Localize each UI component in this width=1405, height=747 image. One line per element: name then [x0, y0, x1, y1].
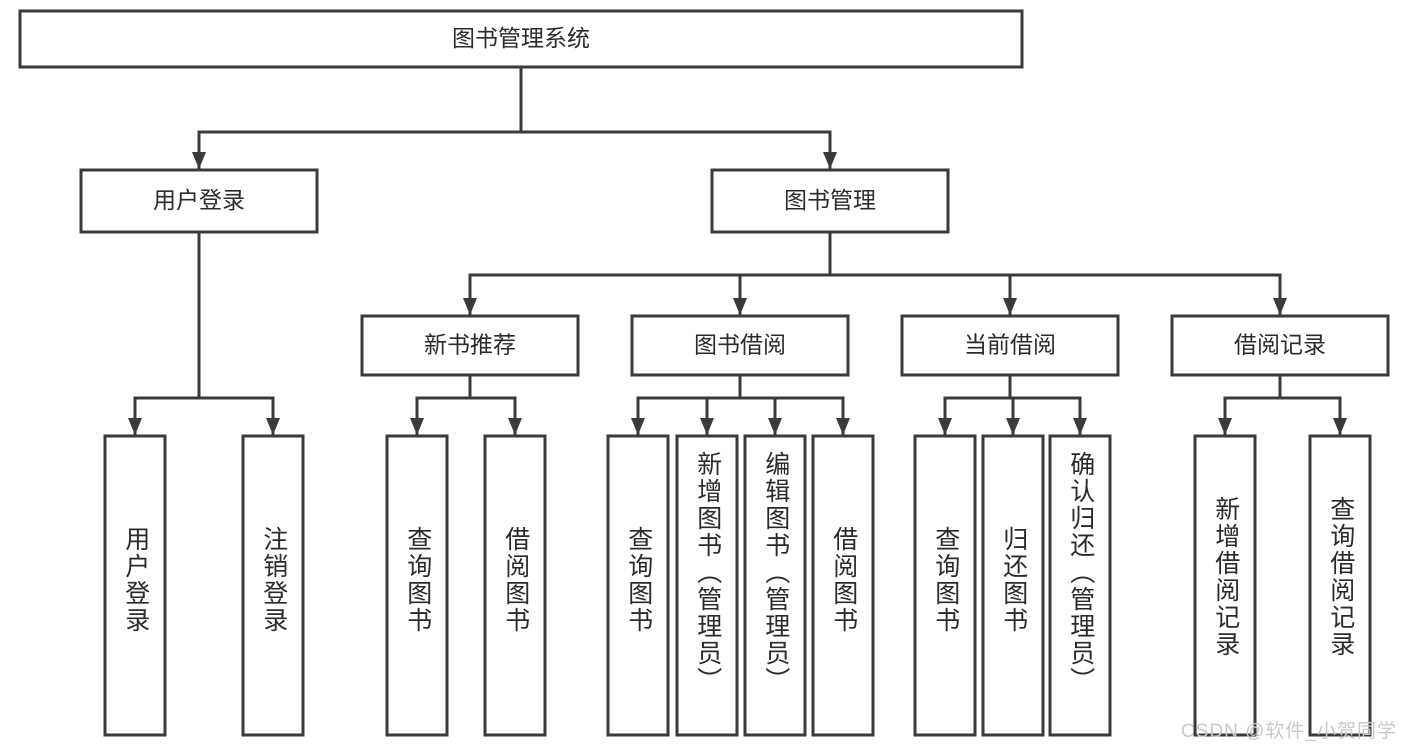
node-label-root: 图书管理系统: [452, 25, 590, 51]
node-label-current-borrow: 当前借阅: [964, 332, 1056, 358]
leaf-box-leaf-query-book-3: [913, 434, 977, 737]
node-label-user-login: 用户登录: [153, 187, 245, 213]
leaf-box-leaf-query-book-1: [385, 434, 449, 737]
node-label-book-manage: 图书管理: [784, 187, 876, 213]
arrow-head-icon: [733, 298, 747, 315]
leaf-box-leaf-user-login: [103, 434, 167, 737]
arrow-head-icon: [192, 152, 206, 169]
arrow-head-icon: [938, 418, 952, 435]
arrow-head-icon: [631, 418, 645, 435]
watermark: CSDN @软件_小贺同学: [1181, 721, 1397, 742]
arrow-head-icon: [410, 418, 424, 435]
node-label-borrow-record: 借阅记录: [1234, 332, 1326, 358]
arrow-head-icon: [1273, 298, 1287, 315]
arrow-head-icon: [836, 418, 850, 435]
node-label-new-book-recommend: 新书推荐: [424, 332, 516, 358]
arrow-head-icon: [823, 152, 837, 169]
node-label-book-borrow: 图书借阅: [694, 332, 786, 358]
arrow-head-icon: [1003, 298, 1017, 315]
arrow-head-icon: [1006, 418, 1020, 435]
leaf-box-leaf-query-record: [1308, 434, 1372, 737]
leaf-box-leaf-borrow-book-1: [483, 434, 547, 737]
node-box-new-book-recommend: [360, 314, 580, 377]
boxes-layer: [18, 9, 1390, 737]
arrow-head-icon: [1073, 418, 1087, 435]
arrow-head-icon: [266, 418, 280, 435]
arrow-head-icon: [463, 298, 477, 315]
leaf-box-leaf-query-book-2: [606, 434, 670, 737]
arrow-head-icon: [1218, 418, 1232, 435]
leaf-box-leaf-logout: [241, 434, 305, 737]
leaf-box-leaf-add-book: [675, 434, 739, 737]
node-box-user-login: [79, 168, 319, 234]
node-box-borrow-record: [1170, 314, 1390, 377]
leaf-box-leaf-edit-book: [743, 434, 807, 737]
node-box-book-manage: [710, 168, 950, 234]
arrow-head-icon: [768, 418, 782, 435]
arrow-head-icon: [700, 418, 714, 435]
connectors-layer: [128, 65, 1347, 435]
leaf-box-leaf-borrow-book-2: [811, 434, 875, 737]
leaf-box-leaf-add-record: [1193, 434, 1257, 737]
node-box-book-borrow: [630, 314, 850, 377]
leaf-box-leaf-return-book: [981, 434, 1045, 737]
arrow-head-icon: [508, 418, 522, 435]
leaf-box-leaf-confirm-return: [1048, 434, 1112, 737]
arrow-head-icon: [128, 418, 142, 435]
arrow-head-icon: [1333, 418, 1347, 435]
node-box-current-borrow: [900, 314, 1120, 377]
node-box-root: [18, 9, 1024, 69]
